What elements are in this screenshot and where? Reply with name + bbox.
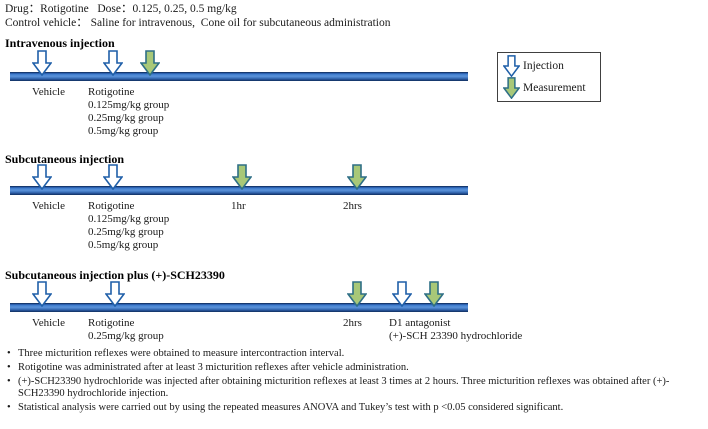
arrow-measurement-1hr-sc[interactable] bbox=[232, 164, 252, 190]
bullet-marker: • bbox=[7, 375, 11, 387]
legend-label-injection: Injection bbox=[523, 60, 564, 72]
arrow-injection-vehicle-sc[interactable] bbox=[32, 164, 52, 190]
list-item: • Three micturition reflexes were obtain… bbox=[6, 348, 704, 361]
section-heading-intravenous-injection: Intravenous injection bbox=[5, 36, 115, 50]
list-item: • Rotigotine was administrated after at … bbox=[6, 362, 704, 375]
down-block-arrow-blue-outline-icon bbox=[503, 55, 520, 77]
label-vehicle-iv: Vehicle bbox=[32, 86, 65, 98]
section-heading-subcutaneous-injection: Subcutaneous injection bbox=[5, 152, 125, 166]
sublabel-dose-025-iv: 0.25mg/kg group bbox=[88, 112, 164, 124]
sublabel-dose-025-scplus: 0.25mg/kg group bbox=[88, 330, 164, 342]
label-1hr-sc: 1hr bbox=[231, 200, 246, 212]
label-rotigotine-iv: Rotigotine bbox=[88, 86, 135, 98]
note-text: Rotigotine was administrated after at le… bbox=[18, 361, 409, 373]
sublabel-dose-0125-iv: 0.125mg/kg group bbox=[88, 99, 170, 111]
legend-box: Injection Measurement bbox=[497, 52, 601, 102]
section-heading-subcutaneous-plus-sch23390: Subcutaneous injection plus (+)-SCH23390 bbox=[5, 268, 225, 282]
label-2hrs-sc: 2hrs bbox=[343, 200, 362, 212]
arrow-injection-rotigotine-iv[interactable] bbox=[103, 50, 123, 76]
label-vehicle-scplus: Vehicle bbox=[32, 317, 65, 329]
control-vehicle-line: Control vehicle： Saline for intravenous,… bbox=[5, 17, 391, 29]
bullet-marker: • bbox=[7, 402, 11, 414]
arrow-injection-rotigotine-sc[interactable] bbox=[103, 164, 123, 190]
drug-dose-line: Drug：Rotigotine Dose：0.125, 0.25, 0.5 mg… bbox=[5, 3, 237, 15]
list-item: • (+)-SCH23390 hydrochloride was injecte… bbox=[6, 376, 704, 402]
label-rotigotine-sc: Rotigotine bbox=[88, 200, 135, 212]
sublabel-dose-05-iv: 0.5mg/kg group bbox=[88, 125, 159, 137]
arrow-measurement-iv[interactable] bbox=[140, 50, 160, 76]
label-2hrs-scplus: 2hrs bbox=[343, 317, 362, 329]
sublabel-sch23390-hydrochloride: (+)-SCH 23390 hydrochloride bbox=[389, 330, 523, 342]
arrow-measurement-post-sch-scplus[interactable] bbox=[424, 281, 444, 307]
down-block-arrow-green-filled-icon bbox=[503, 77, 520, 99]
bullet-marker: • bbox=[7, 361, 11, 373]
sublabel-dose-0125-sc: 0.125mg/kg group bbox=[88, 213, 170, 225]
note-text: (+)-SCH23390 hydrochloride was injected … bbox=[18, 375, 670, 400]
arrow-injection-d1-antagonist-scplus[interactable] bbox=[392, 281, 412, 307]
note-text: Three micturition reflexes were obtained… bbox=[18, 348, 345, 359]
sublabel-dose-05-sc: 0.5mg/kg group bbox=[88, 239, 159, 251]
arrow-measurement-2hrs-scplus[interactable] bbox=[347, 281, 367, 307]
note-text: Statistical analysis were carried out by… bbox=[18, 402, 564, 414]
timeline-bar-subcutaneous-plus bbox=[10, 303, 468, 312]
timeline-bar-subcutaneous bbox=[10, 186, 468, 195]
notes-list: • Three micturition reflexes were obtain… bbox=[6, 348, 704, 416]
list-item: • Statistical analysis were carried out … bbox=[6, 402, 704, 415]
sublabel-dose-025-sc: 0.25mg/kg group bbox=[88, 226, 164, 238]
arrow-injection-vehicle-scplus[interactable] bbox=[32, 281, 52, 307]
arrow-injection-rotigotine-scplus[interactable] bbox=[105, 281, 125, 307]
label-rotigotine-scplus: Rotigotine bbox=[88, 317, 135, 329]
legend-label-measurement: Measurement bbox=[523, 82, 586, 94]
label-d1-antagonist-scplus: D1 antagonist bbox=[389, 317, 451, 329]
timeline-bar-intravenous bbox=[10, 72, 468, 81]
arrow-measurement-2hrs-sc[interactable] bbox=[347, 164, 367, 190]
label-vehicle-sc: Vehicle bbox=[32, 200, 65, 212]
arrow-injection-vehicle-iv[interactable] bbox=[32, 50, 52, 76]
bullet-marker: • bbox=[7, 348, 11, 359]
